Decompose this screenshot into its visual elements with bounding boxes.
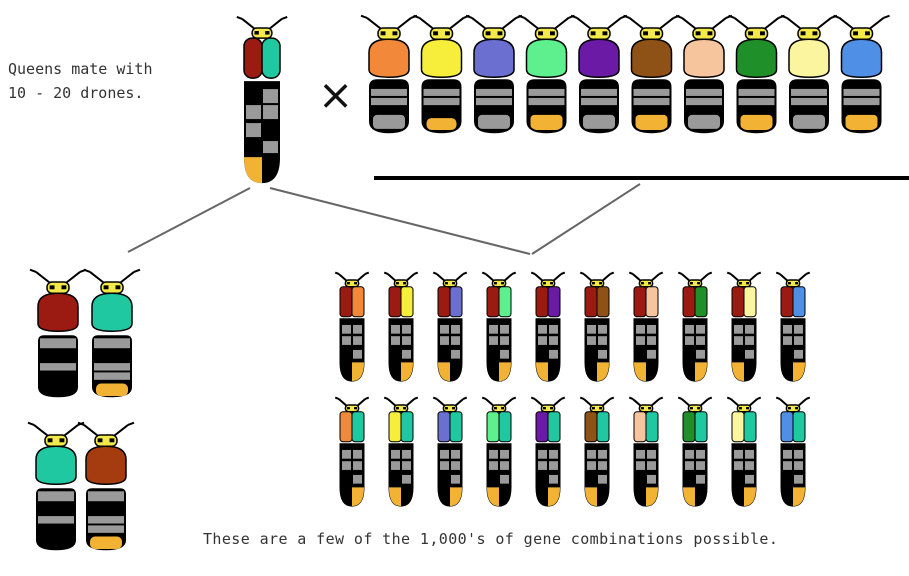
worker-bee: [433, 398, 467, 507]
drone-bee: [414, 16, 470, 134]
connector-line-center: [270, 188, 530, 254]
worker-bee: [384, 398, 418, 507]
drone-bee: [834, 16, 890, 134]
worker-bee: [776, 273, 810, 382]
drone-bee: [466, 16, 522, 134]
daughter-queen-bee: [84, 270, 140, 398]
worker-bee: [580, 273, 614, 382]
worker-bee: [335, 398, 369, 507]
worker-bee: [335, 273, 369, 382]
worker-bee: [482, 273, 516, 382]
daughter-queen-bee: [30, 270, 86, 398]
drone-bee: [729, 16, 785, 134]
intro-text-line-2: 10 - 20 drones.: [8, 82, 143, 104]
mother-queen-bee: [237, 17, 287, 183]
drone-bee: [361, 16, 417, 134]
worker-bee: [776, 398, 810, 507]
worker-bee: [482, 398, 516, 507]
worker-bee: [531, 398, 565, 507]
worker-bee: [384, 273, 418, 382]
drone-bee: [676, 16, 732, 134]
worker-bee: [678, 398, 712, 507]
worker-bee: [727, 273, 761, 382]
worker-bee: [531, 273, 565, 382]
cross-symbol: ×: [318, 74, 353, 116]
connector-line-left: [128, 188, 250, 252]
daughter-queen-bee: [78, 423, 134, 551]
worker-bee: [629, 273, 663, 382]
drones-underline: [374, 176, 909, 180]
worker-bee: [678, 273, 712, 382]
drone-bee: [781, 16, 837, 134]
worker-bee: [580, 398, 614, 507]
daughter-queen-bee: [28, 423, 84, 551]
worker-bee: [727, 398, 761, 507]
worker-bee: [629, 398, 663, 507]
intro-text-line-1: Queens mate with: [8, 58, 153, 80]
connector-line-right: [532, 184, 640, 254]
drone-bee: [571, 16, 627, 134]
drone-bee: [519, 16, 575, 134]
drone-bee: [624, 16, 680, 134]
caption: These are a few of the 1,000's of gene c…: [203, 528, 778, 550]
worker-bee: [433, 273, 467, 382]
